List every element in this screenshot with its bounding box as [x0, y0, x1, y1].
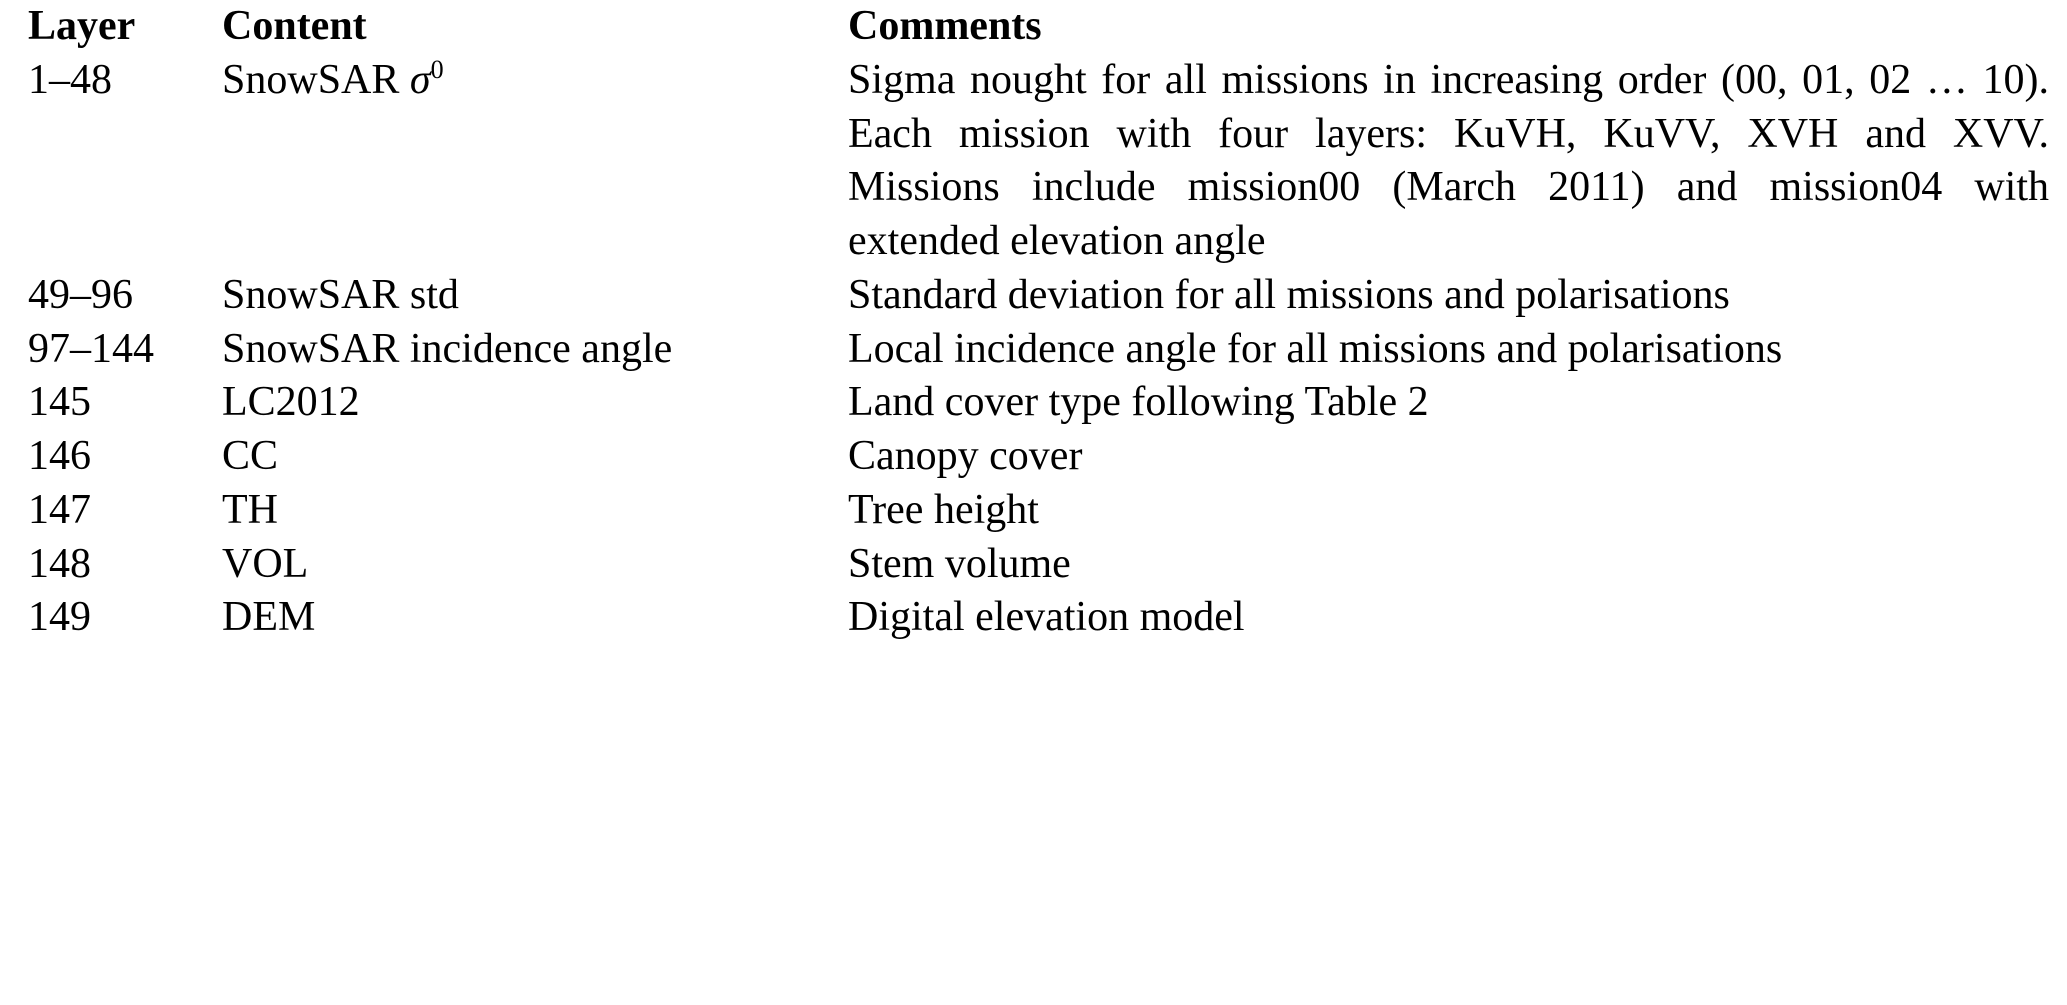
column-header-comments-label: Comments — [848, 3, 1042, 49]
table-row: 1–48 SnowSAR σ0 Sigma nought for all mis… — [0, 54, 2067, 269]
cell-layer: 146 — [0, 430, 196, 484]
sigma-superscript: 0 — [430, 54, 444, 84]
cell-layer: 49–96 — [0, 269, 196, 323]
table-row: 149 DEM Digital elevation model — [0, 591, 2067, 645]
layer-range: 146 — [28, 433, 91, 479]
cell-content: VOL — [196, 538, 820, 592]
table-row: 49–96 SnowSAR std Standard deviation for… — [0, 269, 2067, 323]
sigma-symbol: σ — [409, 56, 431, 103]
table-row: 148 VOL Stem volume — [0, 538, 2067, 592]
comments-text: Land cover type following Table 2 — [848, 379, 1429, 426]
layer-range: 148 — [28, 540, 91, 587]
table-row: 97–144 SnowSAR incidence angle Local inc… — [0, 323, 2067, 377]
cell-content: DEM — [196, 591, 820, 645]
cell-comments: Digital elevation model — [820, 591, 2067, 645]
comments-text: Sigma nought for all missions in increas… — [848, 56, 2049, 264]
layer-definition-table: Layer Content Comments 1–48 SnowSAR — [0, 0, 2067, 645]
comments-text: Stem volume — [848, 540, 1071, 587]
cell-layer: 145 — [0, 376, 196, 430]
cell-content: SnowSAR σ0 — [196, 54, 820, 269]
comments-text: Local incidence angle for all missions a… — [848, 325, 1783, 372]
content-label: LC2012 — [222, 379, 360, 426]
table-body: Layer Content Comments 1–48 SnowSAR — [0, 0, 2067, 645]
cell-layer: 1–48 — [0, 54, 196, 269]
table-row: 147 TH Tree height — [0, 484, 2067, 538]
comments-text: Tree height — [848, 486, 1039, 533]
content-label: VOL — [222, 540, 309, 587]
content-label: SnowSAR std — [222, 271, 459, 318]
cell-content: SnowSAR incidence angle — [196, 323, 820, 377]
cell-layer: 147 — [0, 484, 196, 538]
table-header-row: Layer Content Comments — [0, 0, 2067, 54]
content-label: DEM — [222, 594, 316, 641]
cell-comments: Canopy cover — [820, 430, 2067, 484]
cell-comments: Stem volume — [820, 538, 2067, 592]
cell-layer: 148 — [0, 538, 196, 592]
cell-layer: 149 — [0, 591, 196, 645]
layer-range: 147 — [28, 486, 91, 533]
cell-comments: Land cover type following Table 2 — [820, 376, 2067, 430]
cell-content: SnowSAR std — [196, 269, 820, 323]
content-label: TH — [222, 486, 278, 533]
cell-content: LC2012 — [196, 376, 820, 430]
cell-comments: Standard deviation for all missions and … — [820, 269, 2067, 323]
comments-text: Digital elevation model — [848, 594, 1245, 641]
cell-comments: Sigma nought for all missions in increas… — [820, 54, 2067, 269]
cell-content: TH — [196, 484, 820, 538]
comments-text: Standard deviation for all missions and … — [848, 271, 1730, 318]
column-header-content-label: Content — [222, 3, 367, 49]
table-row: 145 LC2012 Land cover type following Tab… — [0, 376, 2067, 430]
comments-text: Canopy cover — [848, 433, 1083, 479]
column-header-comments: Comments — [820, 0, 2067, 54]
cell-layer: 97–144 — [0, 323, 196, 377]
table-row: 146 CC Canopy cover — [0, 430, 2067, 484]
column-header-content: Content — [196, 0, 820, 54]
column-header-layer: Layer — [0, 0, 196, 54]
column-header-layer-label: Layer — [28, 3, 136, 49]
layer-range: 49–96 — [28, 271, 133, 318]
layer-range: 1–48 — [28, 56, 112, 103]
content-label: SnowSAR incidence angle — [222, 325, 673, 372]
cell-comments: Tree height — [820, 484, 2067, 538]
content-label: CC — [222, 433, 279, 479]
content-label: SnowSAR σ0 — [196, 54, 820, 108]
content-prefix: SnowSAR — [222, 56, 410, 103]
cell-comments: Local incidence angle for all missions a… — [820, 323, 2067, 377]
layer-range: 97–144 — [28, 325, 154, 372]
cell-content: CC — [196, 430, 820, 484]
layer-range: 149 — [28, 594, 91, 641]
layer-range: 145 — [28, 379, 91, 426]
